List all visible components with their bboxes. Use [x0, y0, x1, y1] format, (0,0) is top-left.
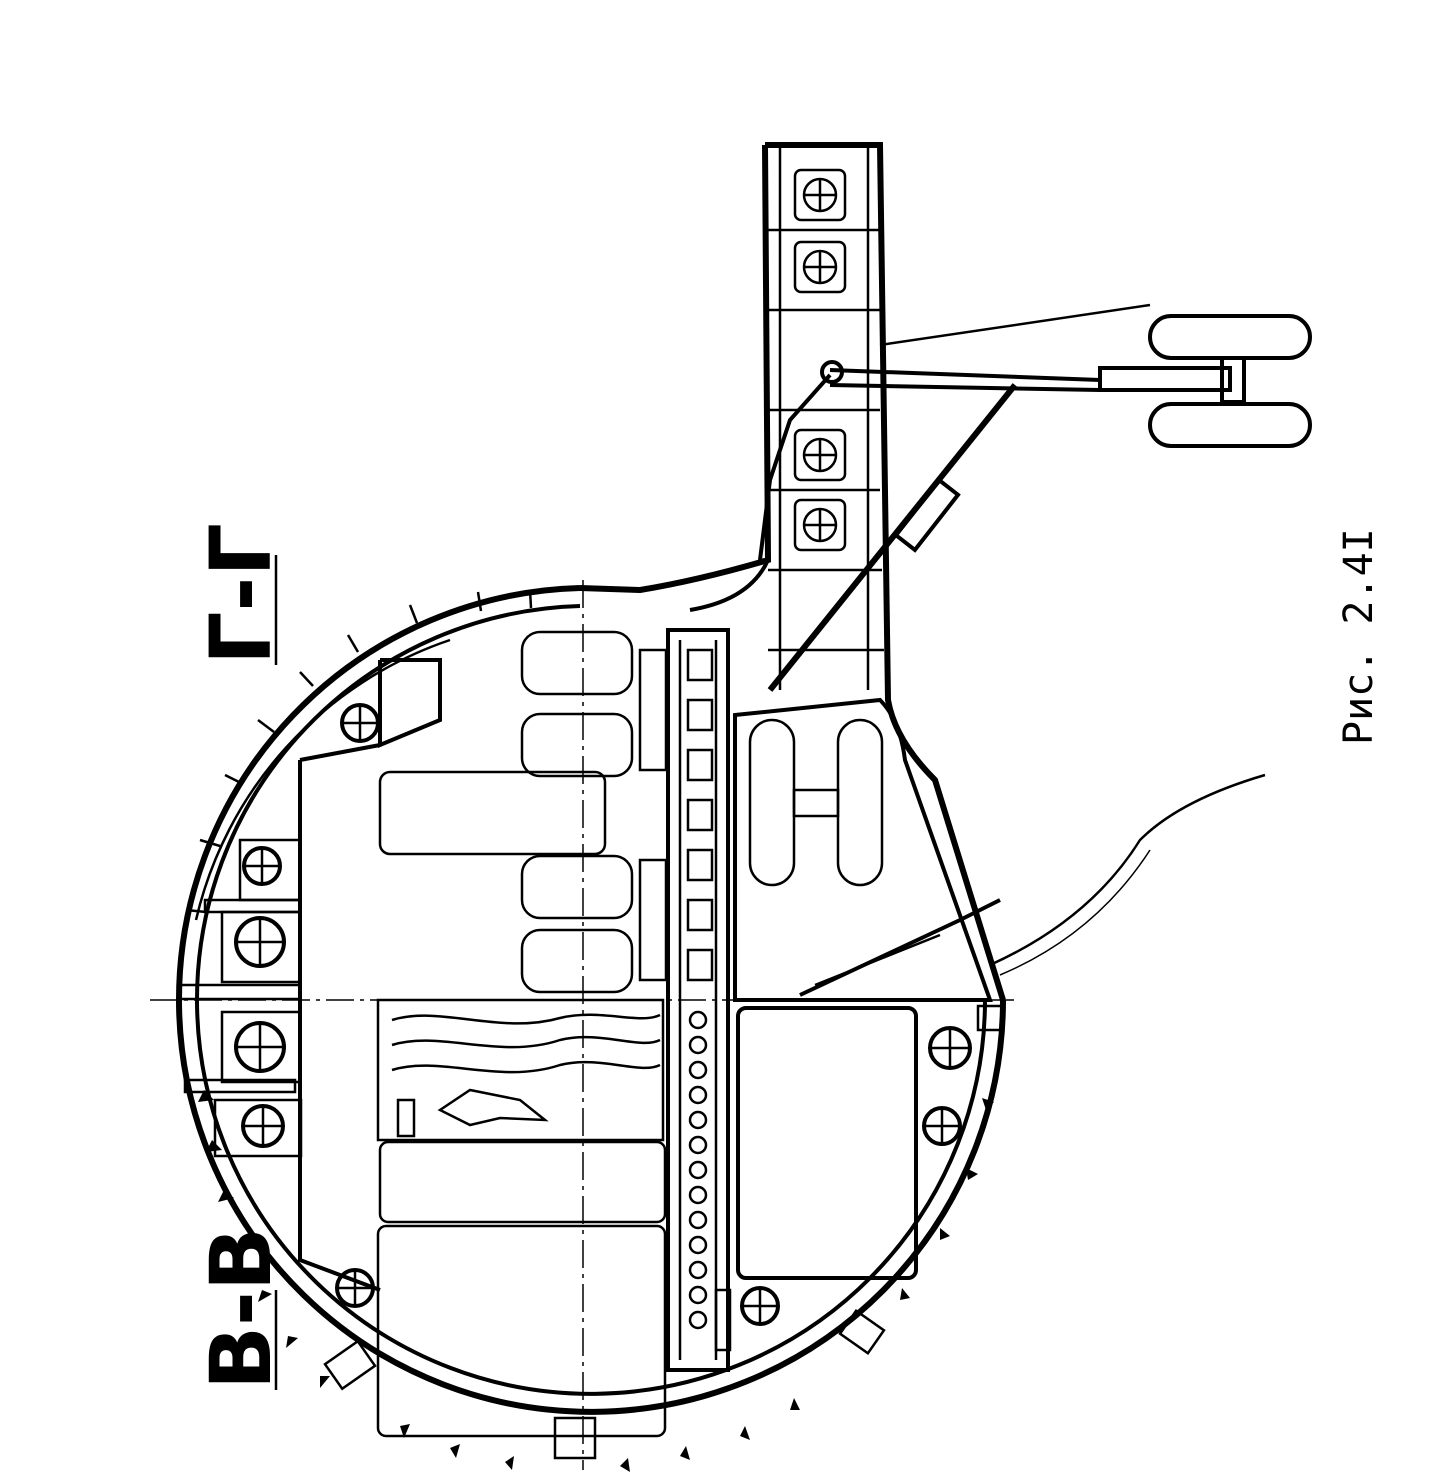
section-label-bb: B-B: [192, 1227, 290, 1390]
main-landing-gear: [758, 303, 1312, 692]
wheel-lower: [1148, 402, 1312, 448]
riveted-joints: [178, 898, 1004, 1460]
frame-stringer-marks: [198, 1090, 994, 1472]
wing-spar: [579, 142, 1006, 1001]
wheel-upper: [1148, 314, 1312, 360]
center-lines: [150, 580, 1020, 1470]
cargo-door-mechanism: [799, 773, 1266, 997]
section-label-gg: Г-Г: [192, 523, 290, 665]
landing-gear-bay: [733, 697, 993, 1280]
passenger-seats: [378, 630, 668, 994]
fuselage-frame-ring: [176, 585, 1006, 1472]
figure-caption: Рис. 2.4I: [1336, 528, 1382, 745]
cabin-interior-walls: [298, 658, 442, 1292]
cargo-compartments: [376, 998, 667, 1438]
section-labels: B-B Г-Г Рис. 2.4I: [192, 523, 1382, 1390]
